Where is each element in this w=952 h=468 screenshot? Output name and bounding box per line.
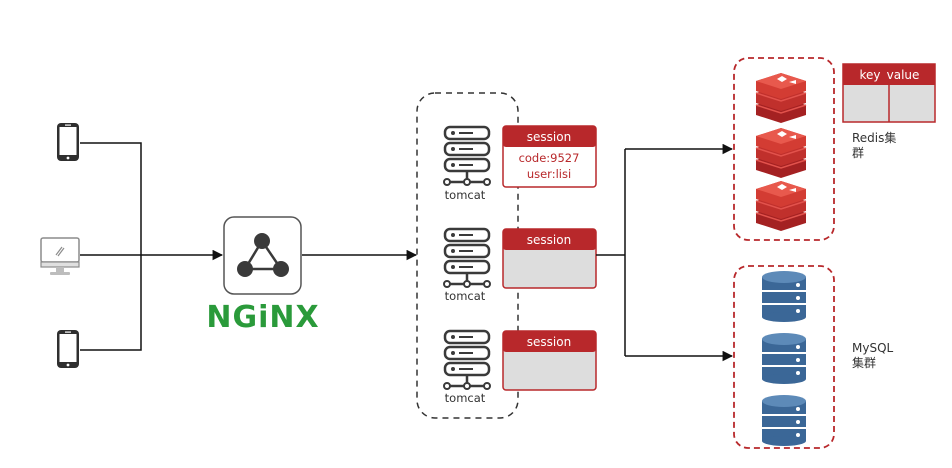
client-connectors bbox=[80, 142, 224, 351]
mysql-cluster-label-line1: MySQL bbox=[852, 341, 894, 355]
session-box-2: session bbox=[502, 228, 597, 289]
redis-cluster-label-line2: 群 bbox=[852, 146, 864, 160]
phone-bottom-icon bbox=[57, 330, 79, 368]
session-line-user: user:lisi bbox=[527, 167, 571, 181]
redis-cluster-label-line1: Redis集 bbox=[852, 130, 896, 145]
nginx-icon bbox=[223, 216, 302, 295]
tomcat-label: tomcat bbox=[445, 188, 486, 202]
kv-value-header: value bbox=[887, 68, 920, 82]
tomcat-label: tomcat bbox=[445, 289, 486, 303]
session-title: session bbox=[527, 130, 571, 144]
desktop-monitor-icon bbox=[40, 237, 80, 275]
session-title: session bbox=[527, 233, 571, 247]
tomcat-server-2: tomcat bbox=[442, 227, 492, 303]
server-icon bbox=[442, 227, 492, 289]
database-icon bbox=[761, 270, 807, 323]
mysql-cluster-label-line2: 集群 bbox=[852, 355, 876, 370]
session-title: session bbox=[527, 335, 571, 349]
redis-icon bbox=[755, 127, 807, 179]
session-box-3: session bbox=[502, 330, 597, 391]
redis-icon bbox=[755, 180, 807, 232]
kv-key-header: key bbox=[859, 68, 880, 82]
data-tier-connectors bbox=[596, 143, 734, 362]
nginx-label: NGiNX bbox=[206, 300, 319, 335]
redis-icon bbox=[755, 72, 807, 124]
database-icon bbox=[761, 332, 807, 385]
mysql-cluster-boundary bbox=[733, 265, 835, 449]
tomcat-label: tomcat bbox=[445, 391, 486, 405]
tomcat-server-3: tomcat bbox=[442, 329, 492, 405]
tomcat-server-1: tomcat bbox=[442, 125, 492, 202]
redis-key-value-table: key value bbox=[842, 63, 936, 123]
server-icon bbox=[442, 329, 492, 391]
redis-cluster-boundary bbox=[733, 57, 835, 241]
session-box-1: session code:9527 user:lisi bbox=[502, 125, 597, 188]
phone-top-icon bbox=[57, 123, 79, 161]
database-icon bbox=[761, 394, 807, 447]
session-line-code: code:9527 bbox=[519, 151, 580, 165]
tomcat-cluster-boundary bbox=[416, 92, 519, 419]
server-icon bbox=[442, 125, 492, 187]
